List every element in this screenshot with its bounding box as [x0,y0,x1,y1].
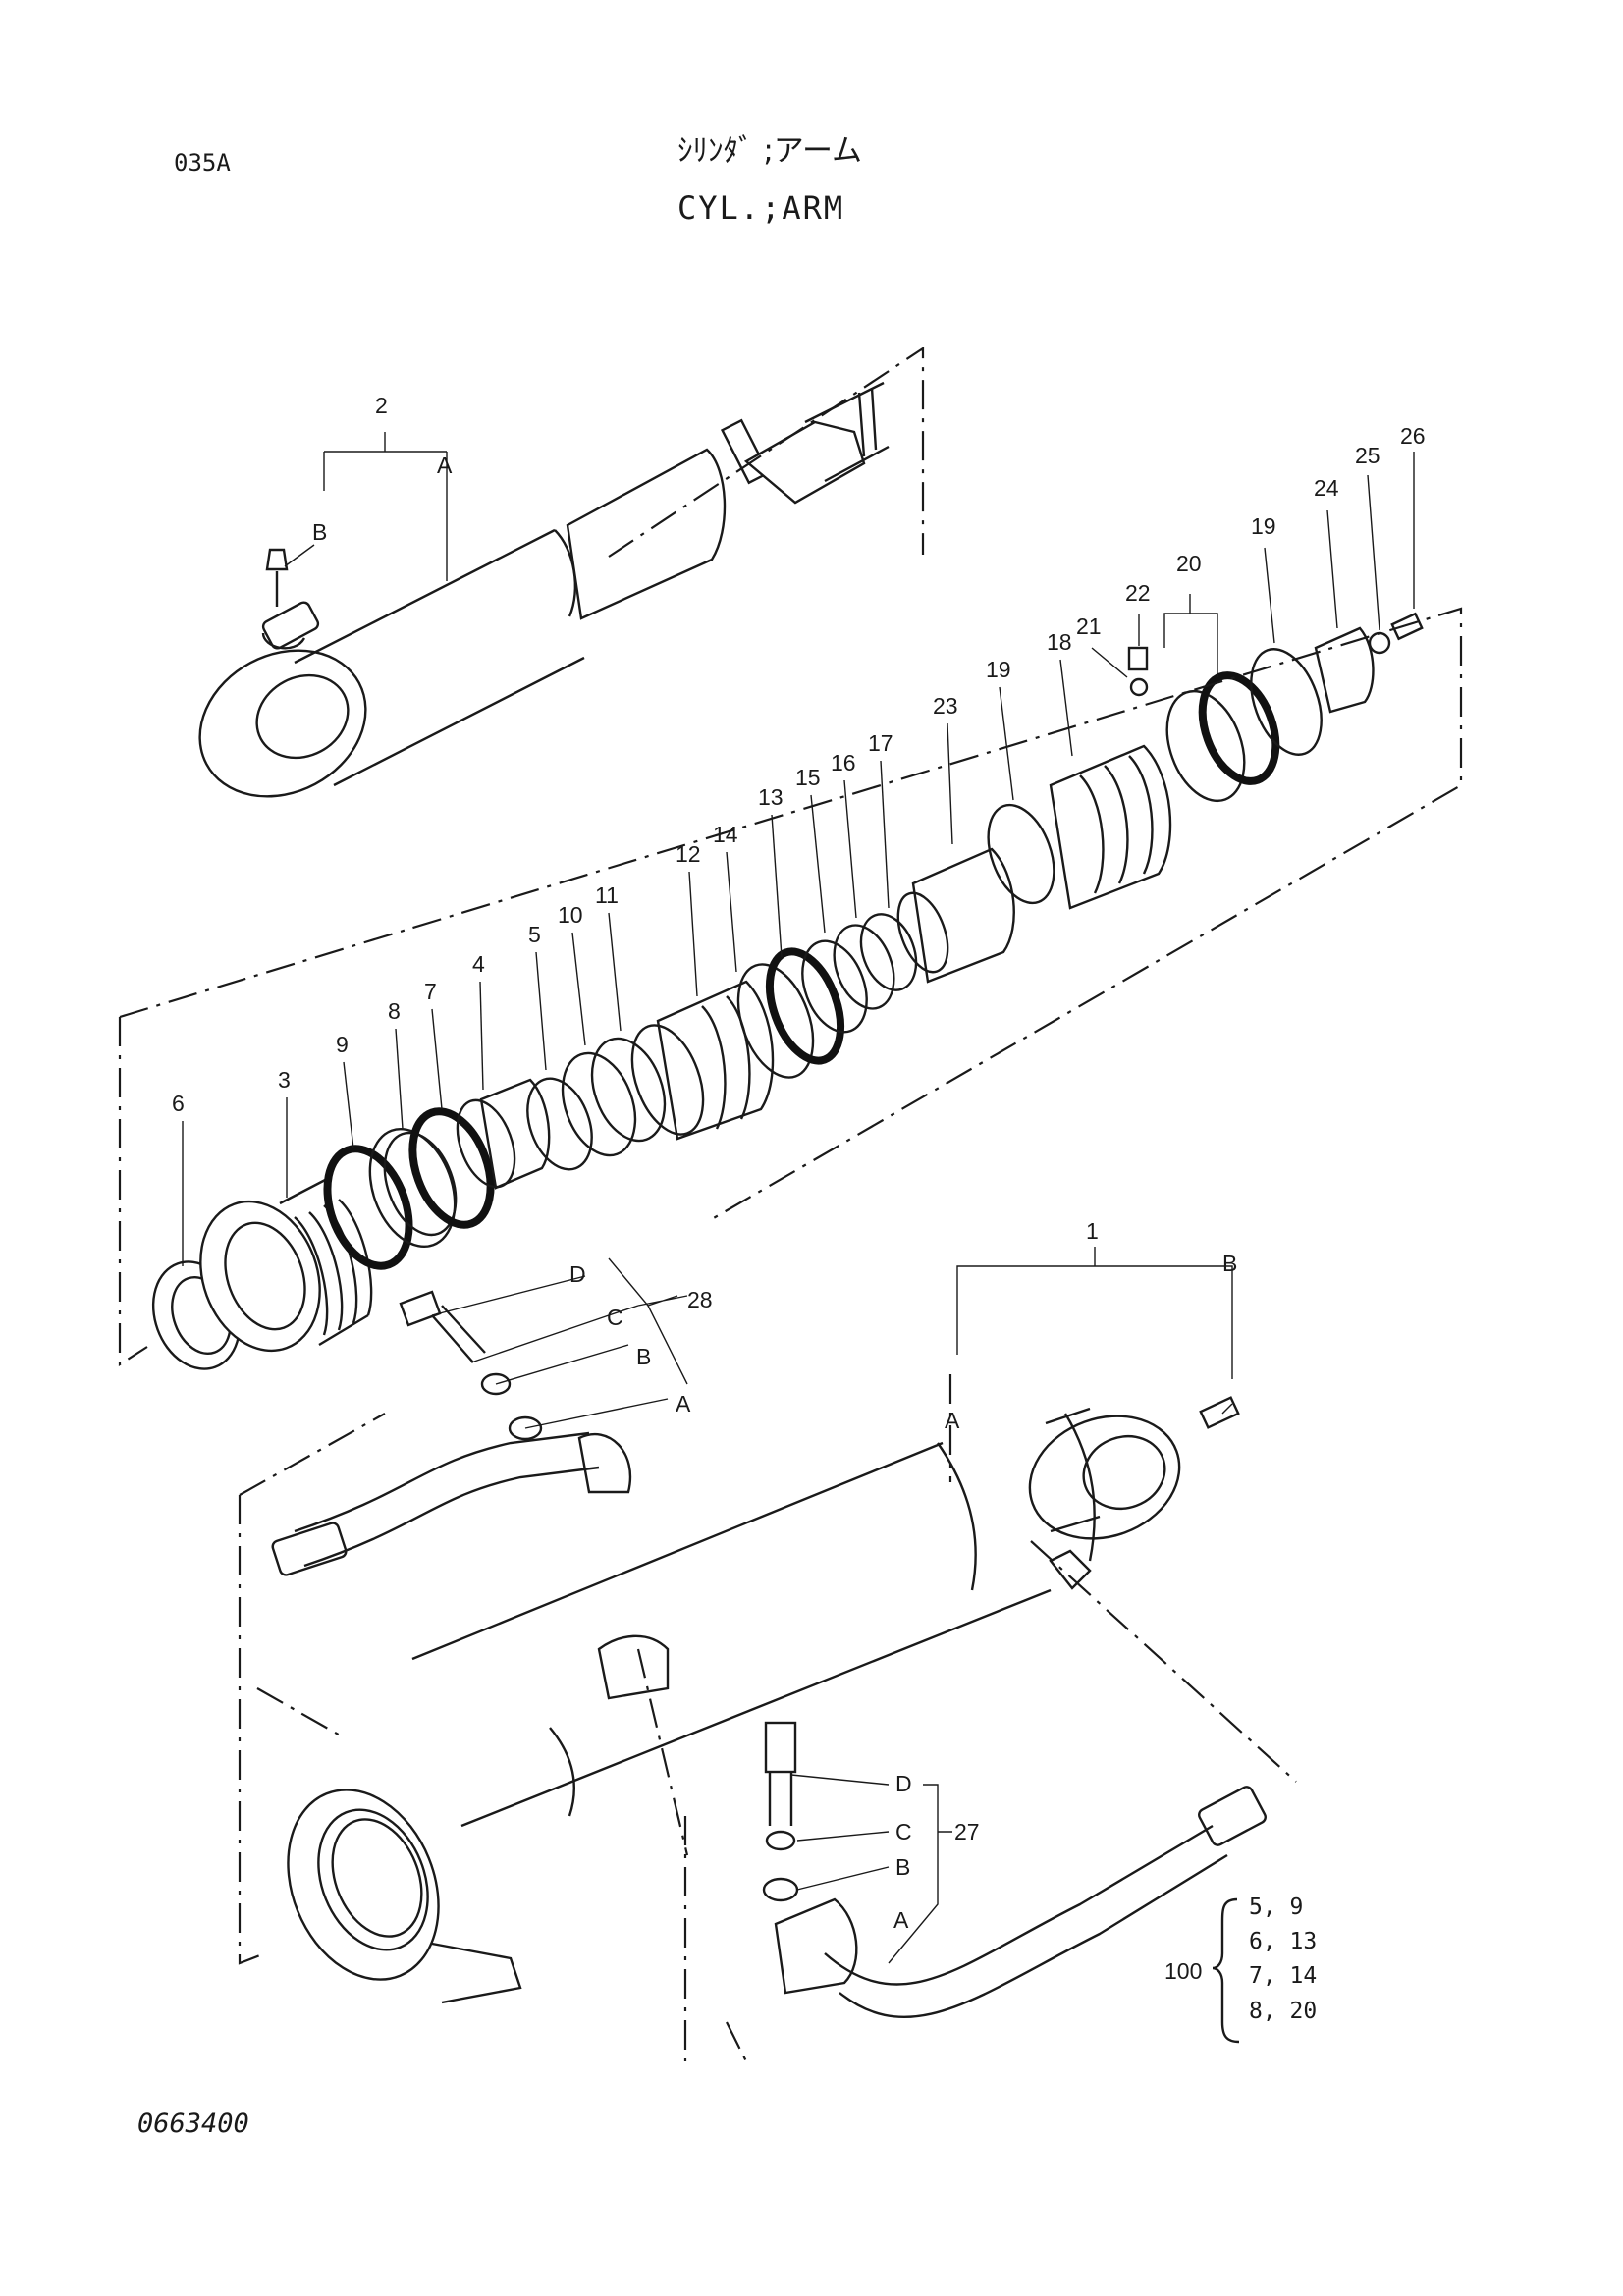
page-code: 035A [174,149,231,177]
callout-labels: 2 A B 6 3 9 8 7 4 5 10 11 12 14 13 15 16… [172,393,1426,2024]
seal-kit-row-2: 6, 13 [1249,1929,1317,1954]
pipe-clamp-group [762,1721,1267,2018]
callout-17: 17 [868,730,893,756]
callout-1: 1 [1086,1218,1099,1244]
callout-28-d: D [569,1261,586,1287]
callout-24: 24 [1314,475,1339,501]
title-japanese: ｼﾘﾝﾀﾞ ;アーム [677,133,863,169]
callout-15: 15 [795,765,821,790]
callout-14: 14 [713,822,738,847]
callout-27-b: B [895,1854,910,1880]
leader-lines [182,432,1415,1964]
callout-25: 25 [1355,443,1380,468]
callout-2-b: B [312,519,327,545]
title-english: CYL.;ARM [677,189,845,227]
seal-kit-brace [1212,1897,1240,2044]
callout-26: 26 [1400,423,1426,449]
callout-1-a: A [945,1408,960,1433]
callout-20: 20 [1176,551,1202,576]
callout-27-d: D [895,1771,912,1796]
callout-22: 22 [1125,580,1151,606]
callout-21: 21 [1076,614,1102,639]
callout-5: 5 [528,922,541,947]
callout-16: 16 [831,750,856,775]
callout-6: 6 [172,1091,185,1116]
callout-10: 10 [558,902,583,928]
callout-19-right: 19 [1251,513,1276,539]
callout-13: 13 [758,784,784,810]
piston-rod-assembly [198,381,890,798]
drawing-number: 0663400 [137,2109,249,2139]
callout-27: 27 [954,1819,980,1844]
callout-28-b: B [636,1344,651,1369]
piston-parts-row [151,612,1424,1370]
callout-9: 9 [336,1032,349,1057]
seal-kit-row-3: 7, 14 [1249,1963,1317,1989]
callout-4: 4 [472,951,485,977]
callout-28-c: C [607,1305,623,1330]
callout-1-b: B [1222,1251,1237,1276]
seal-kit-row-4: 8, 20 [1249,1999,1317,2024]
callout-27-a: A [893,1907,909,1933]
callout-7: 7 [424,979,437,1004]
callout-8: 8 [388,998,401,1024]
callout-18: 18 [1047,629,1072,655]
callout-28-a: A [676,1391,691,1416]
callout-23: 23 [933,693,958,719]
callout-27-c: C [895,1819,912,1844]
seal-kit-number: 100 [1164,1958,1202,1984]
seal-kit-row-1: 5, 9 [1249,1895,1303,1920]
callout-2-a: A [437,453,453,478]
callout-11: 11 [595,882,619,908]
callout-2: 2 [375,393,388,418]
cylinder-tube [287,1396,1240,2004]
callout-3: 3 [278,1067,291,1093]
hose-clamp-group [271,1290,631,1576]
callout-28: 28 [687,1287,713,1312]
callout-19-left: 19 [986,657,1011,682]
callout-12: 12 [676,841,701,867]
